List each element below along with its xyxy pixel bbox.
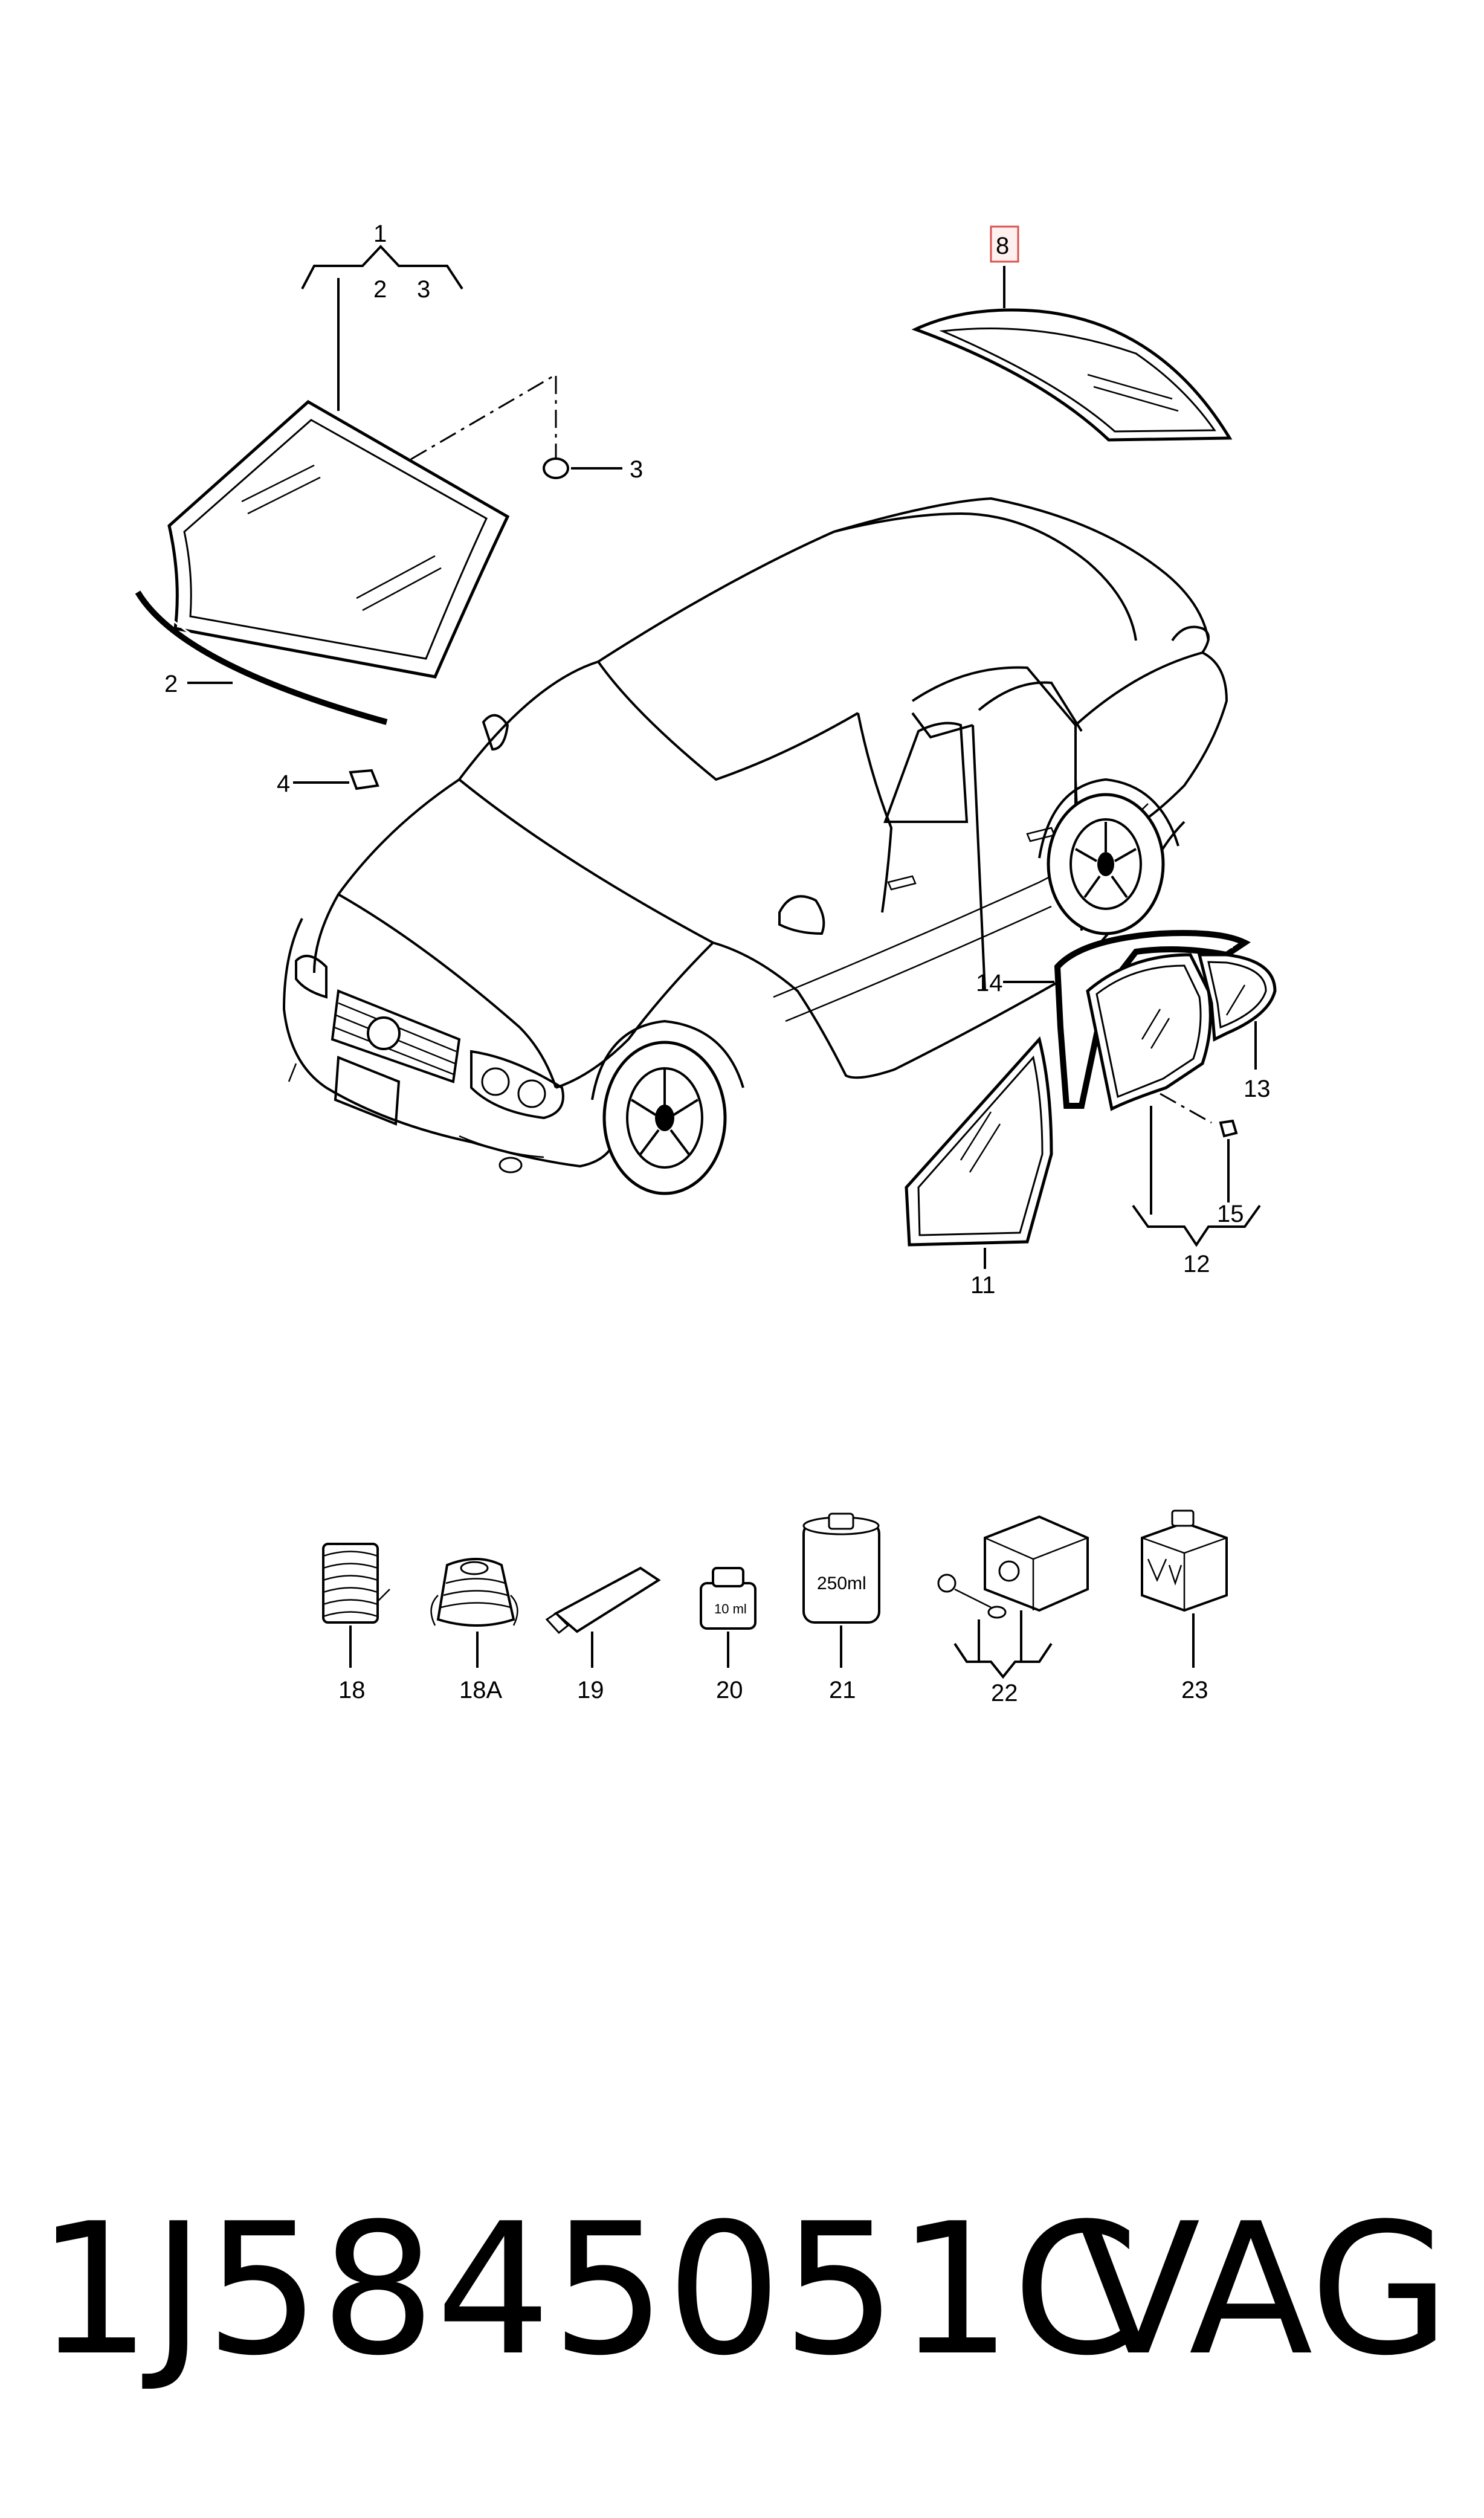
vw-logo-icon (367, 1016, 401, 1050)
footer: 1J5845051C VAG (36, 2200, 1450, 2453)
rear-door-glass-12[interactable] (1086, 953, 1212, 1111)
windshield[interactable] (167, 399, 510, 679)
callout-18a[interactable]: 18A (459, 1677, 502, 1703)
rear-window-8[interactable] (911, 308, 1233, 442)
rear-door-frame-14[interactable]: 14 (976, 930, 1251, 1109)
callout-4[interactable]: 4 (277, 770, 290, 797)
seal-strip-2[interactable]: 2 (135, 589, 389, 725)
bottle-21-label: 250ml (817, 1574, 866, 1593)
clip-3[interactable]: 3 (543, 456, 643, 483)
callout-14[interactable]: 14 (976, 970, 1003, 996)
bracket-12 (1132, 1204, 1261, 1247)
callout-1-sub-3[interactable]: 3 (417, 276, 430, 303)
callout-18[interactable]: 18 (338, 1677, 366, 1703)
callout-12[interactable]: 12 (1183, 1251, 1210, 1277)
brand-name: VAG (1076, 2184, 1450, 2395)
dash-line-3 (410, 373, 557, 460)
cleaner-box-23[interactable]: 23 (1141, 1509, 1228, 1703)
bracket-1 (301, 245, 463, 290)
rear-wheel (1047, 793, 1165, 935)
callout-15[interactable]: 15 (1217, 1201, 1244, 1227)
primer-bottle-20[interactable]: 10 ml 20 (700, 1567, 757, 1703)
callout-13[interactable]: 13 (1244, 1076, 1271, 1102)
callout-23[interactable]: 23 (1181, 1677, 1208, 1703)
callout-22[interactable]: 22 (991, 1680, 1018, 1706)
callout-1[interactable]: 1 (373, 221, 387, 247)
callout-2[interactable]: 2 (164, 671, 178, 697)
license-plate (334, 1056, 401, 1126)
callout-11[interactable]: 11 (970, 1272, 996, 1299)
part-number: 1J5845051C (36, 2184, 1139, 2395)
callout-1-sub-2[interactable]: 2 (373, 276, 387, 303)
front-wheel (602, 1041, 727, 1195)
parts-diagram: 1 2 3 3 2 4 8 (135, 221, 1277, 1706)
adhesive-roll-18a[interactable]: 18A (430, 1558, 518, 1703)
callout-19[interactable]: 19 (577, 1677, 604, 1703)
callout-3[interactable]: 3 (630, 456, 643, 483)
callout-20[interactable]: 20 (716, 1677, 743, 1703)
car-body (282, 497, 1228, 1195)
callout-8-highlight-box (990, 225, 1019, 263)
bottle-20-label: 10 ml (714, 1601, 747, 1616)
quarter-glass-13[interactable]: 13 (1197, 953, 1277, 1102)
callout-8[interactable]: 8 (996, 233, 1009, 259)
callout-12-group: 15 12 (1132, 1106, 1261, 1277)
clip-15[interactable] (1160, 1093, 1238, 1203)
clip-4[interactable]: 4 (277, 769, 379, 797)
callout-1-group: 1 2 3 (301, 221, 463, 411)
adhesive-coil-18[interactable]: 18 (322, 1543, 390, 1703)
callout-21[interactable]: 21 (829, 1677, 856, 1703)
sealant-tube-19[interactable]: 19 (545, 1566, 661, 1703)
bracket-22 (953, 1642, 1053, 1679)
repair-kit-22[interactable]: 22 (937, 1515, 1089, 1706)
can-21[interactable]: 250ml 21 (802, 1512, 880, 1703)
callout-8-group: 8 (990, 225, 1019, 308)
front-door-glass-11[interactable]: 11 (905, 1036, 1053, 1299)
